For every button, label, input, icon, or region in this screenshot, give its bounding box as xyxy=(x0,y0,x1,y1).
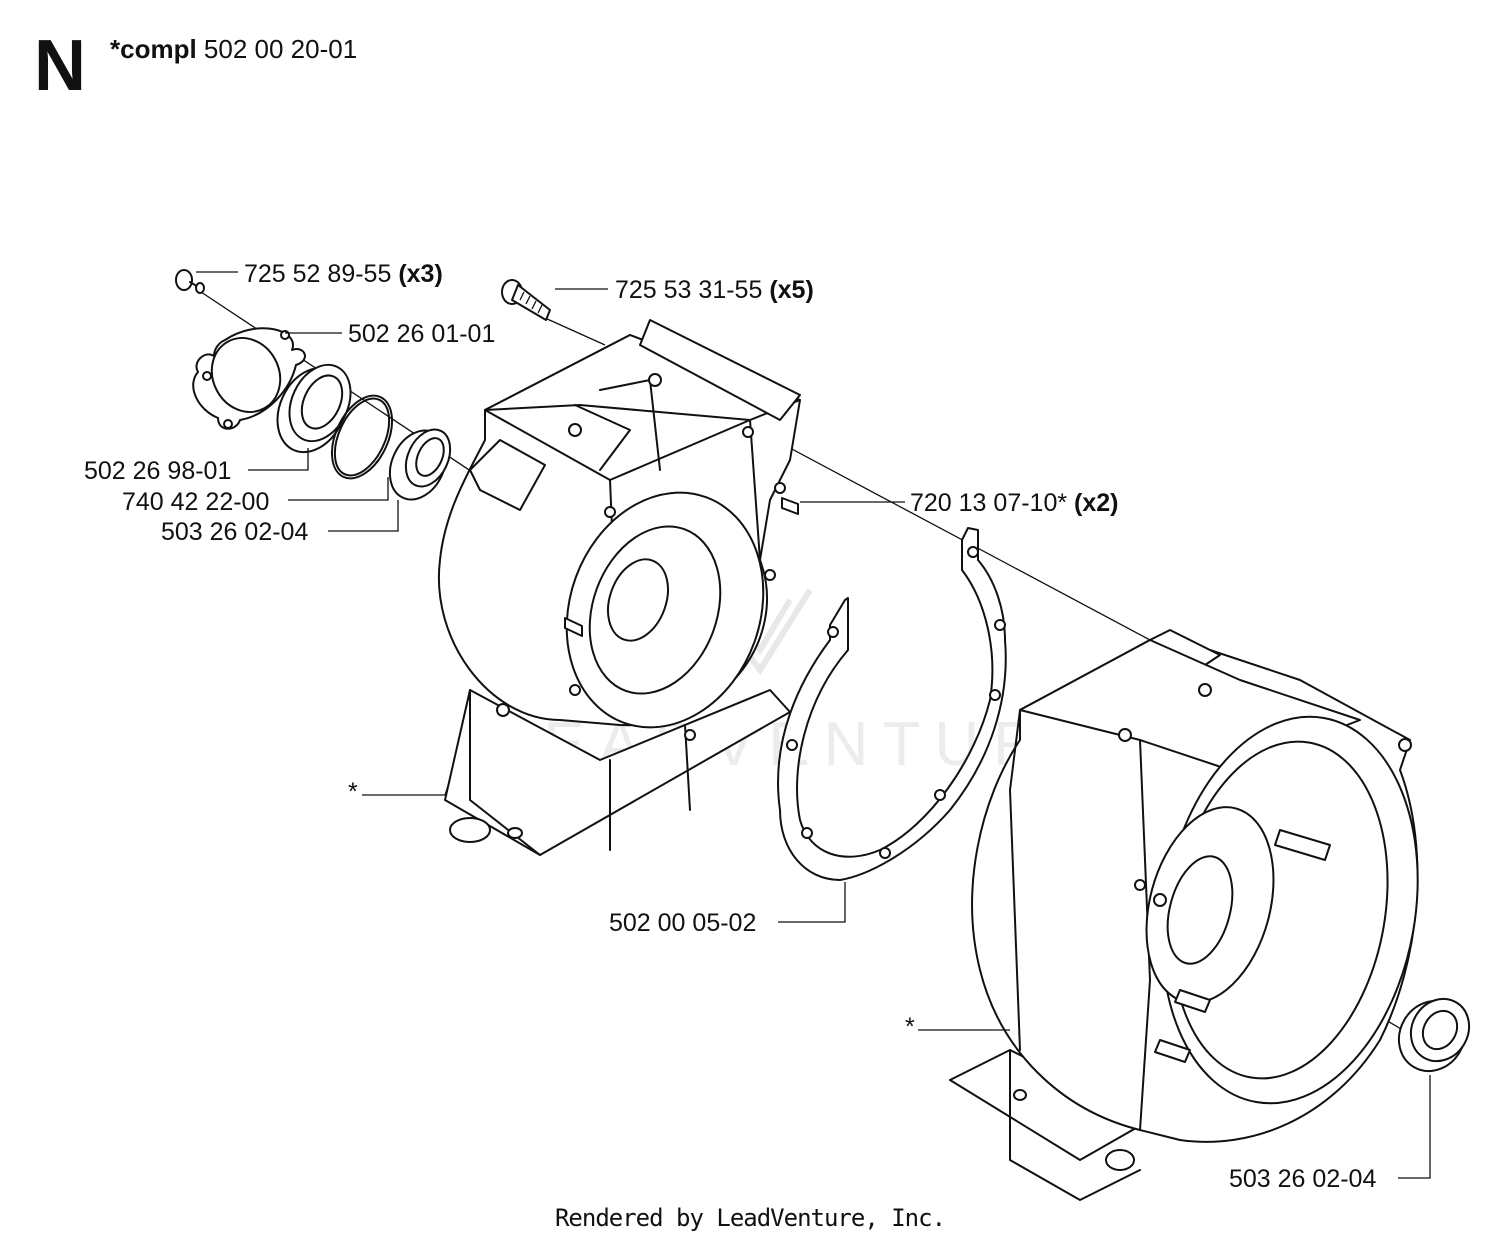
part-label-725-52-89-55: 725 52 89-55 (x3) xyxy=(244,260,443,288)
crankcase-right-drawing xyxy=(949,629,1419,1201)
part-label-740-42-22-00: 740 42 22-00 xyxy=(122,488,269,516)
seal-drawing-upper xyxy=(388,428,452,501)
crankcase-left-drawing xyxy=(437,319,801,856)
part-label-right-crankcase: * xyxy=(905,1013,915,1041)
part-label-502-26-98-01: 502 26 98-01 xyxy=(84,457,231,485)
section-letter: N xyxy=(34,26,86,106)
o-ring-drawing xyxy=(330,394,394,480)
gasket-drawing xyxy=(777,527,1007,881)
part-label-502-26-01-01: 502 26 01-01 xyxy=(348,320,495,348)
screw-small-drawing xyxy=(175,269,205,294)
part-labels: 725 52 89-55 (x3) 725 53 31-55 (x5) 502 … xyxy=(84,260,1376,1193)
seal-drawing-lower xyxy=(1397,997,1471,1073)
bearing-plate-drawing xyxy=(192,327,306,430)
assembly-number: 502 00 20-01 xyxy=(203,34,358,64)
assembly-prefix: *compl xyxy=(110,34,197,64)
part-label-502-00-05-02: 502 00 05-02 xyxy=(609,909,756,937)
footer-credit: Rendered by LeadVenture, Inc. xyxy=(554,1204,946,1232)
part-label-725-53-31-55: 725 53 31-55 (x5) xyxy=(615,276,814,304)
part-label-503-26-02-04-upper: 503 26 02-04 xyxy=(161,518,308,546)
assembly-header: *compl 502 00 20-01 xyxy=(110,36,357,62)
part-label-720-13-07-10: 720 13 07-10* (x2) xyxy=(910,489,1119,517)
part-label-503-26-02-04-lower: 503 26 02-04 xyxy=(1229,1165,1376,1193)
screw-long-drawing xyxy=(501,279,551,321)
bearing-drawing xyxy=(276,363,352,454)
part-label-left-crankcase: * xyxy=(348,778,358,806)
leader-lines xyxy=(196,271,1431,1179)
